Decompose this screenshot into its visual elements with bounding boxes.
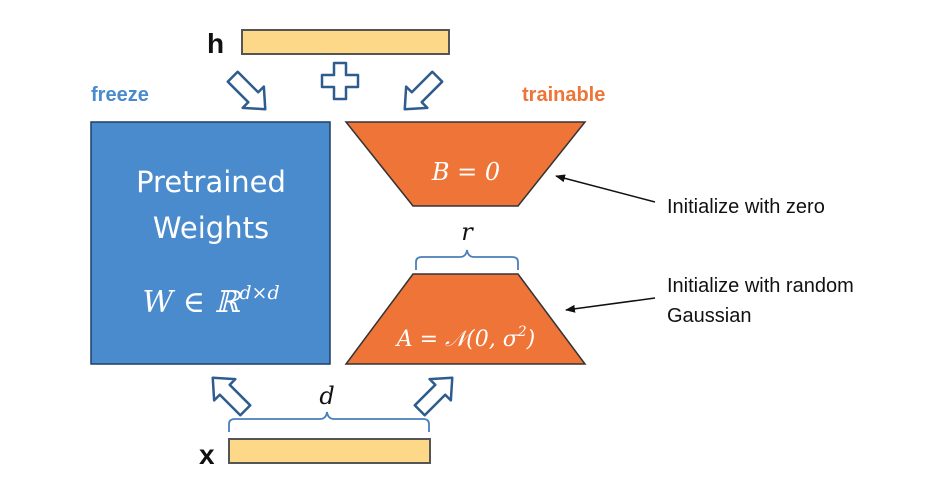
matrix-a-trapezoid xyxy=(344,273,587,365)
annotation-random-line1: Initialize with random xyxy=(667,275,854,297)
annotation-random-arrow xyxy=(565,297,656,313)
matrix-a-formula: A = 𝒩(0, σ2) xyxy=(395,324,535,352)
trainable-label: trainable xyxy=(522,84,605,106)
output-h-label: h xyxy=(207,28,224,59)
pretrained-line2: Weights xyxy=(153,211,269,245)
matrix-b-trapezoid xyxy=(344,121,587,207)
pretrained-line1: Pretrained xyxy=(136,165,286,199)
arrow-up-right-icon xyxy=(413,376,454,417)
dim-r-label: r xyxy=(461,218,474,246)
output-h-bar xyxy=(241,29,450,55)
dim-d-label: d xyxy=(319,382,334,410)
freeze-label: freeze xyxy=(91,84,149,106)
pretrained-formula-sup: d×d xyxy=(239,282,279,304)
pretrained-formula: W ∈ ℝd×d xyxy=(142,282,279,320)
arrow-up-left-icon xyxy=(211,376,252,417)
input-x-bar xyxy=(228,438,431,464)
annotation-zero: Initialize with zero xyxy=(667,196,825,218)
arrow-up-right-icon xyxy=(226,70,267,111)
matrix-a-formula-sup: 2 xyxy=(517,324,527,340)
annotation-zero-arrow xyxy=(555,174,656,203)
input-x-label: x xyxy=(199,439,215,470)
pretrained-weights-box xyxy=(90,121,331,365)
arrow-up-left-icon xyxy=(403,70,444,111)
pretrained-formula-base: W ∈ ℝ xyxy=(142,285,241,320)
plus-icon xyxy=(320,61,360,101)
d-brace xyxy=(228,411,430,432)
annotation-random-line2: Gaussian xyxy=(667,305,752,327)
r-brace xyxy=(415,249,519,270)
matrix-a-formula-close: ) xyxy=(526,327,536,352)
matrix-a-formula-base: A = 𝒩(0, σ xyxy=(395,327,519,352)
matrix-b-formula: B = 0 xyxy=(431,158,500,186)
